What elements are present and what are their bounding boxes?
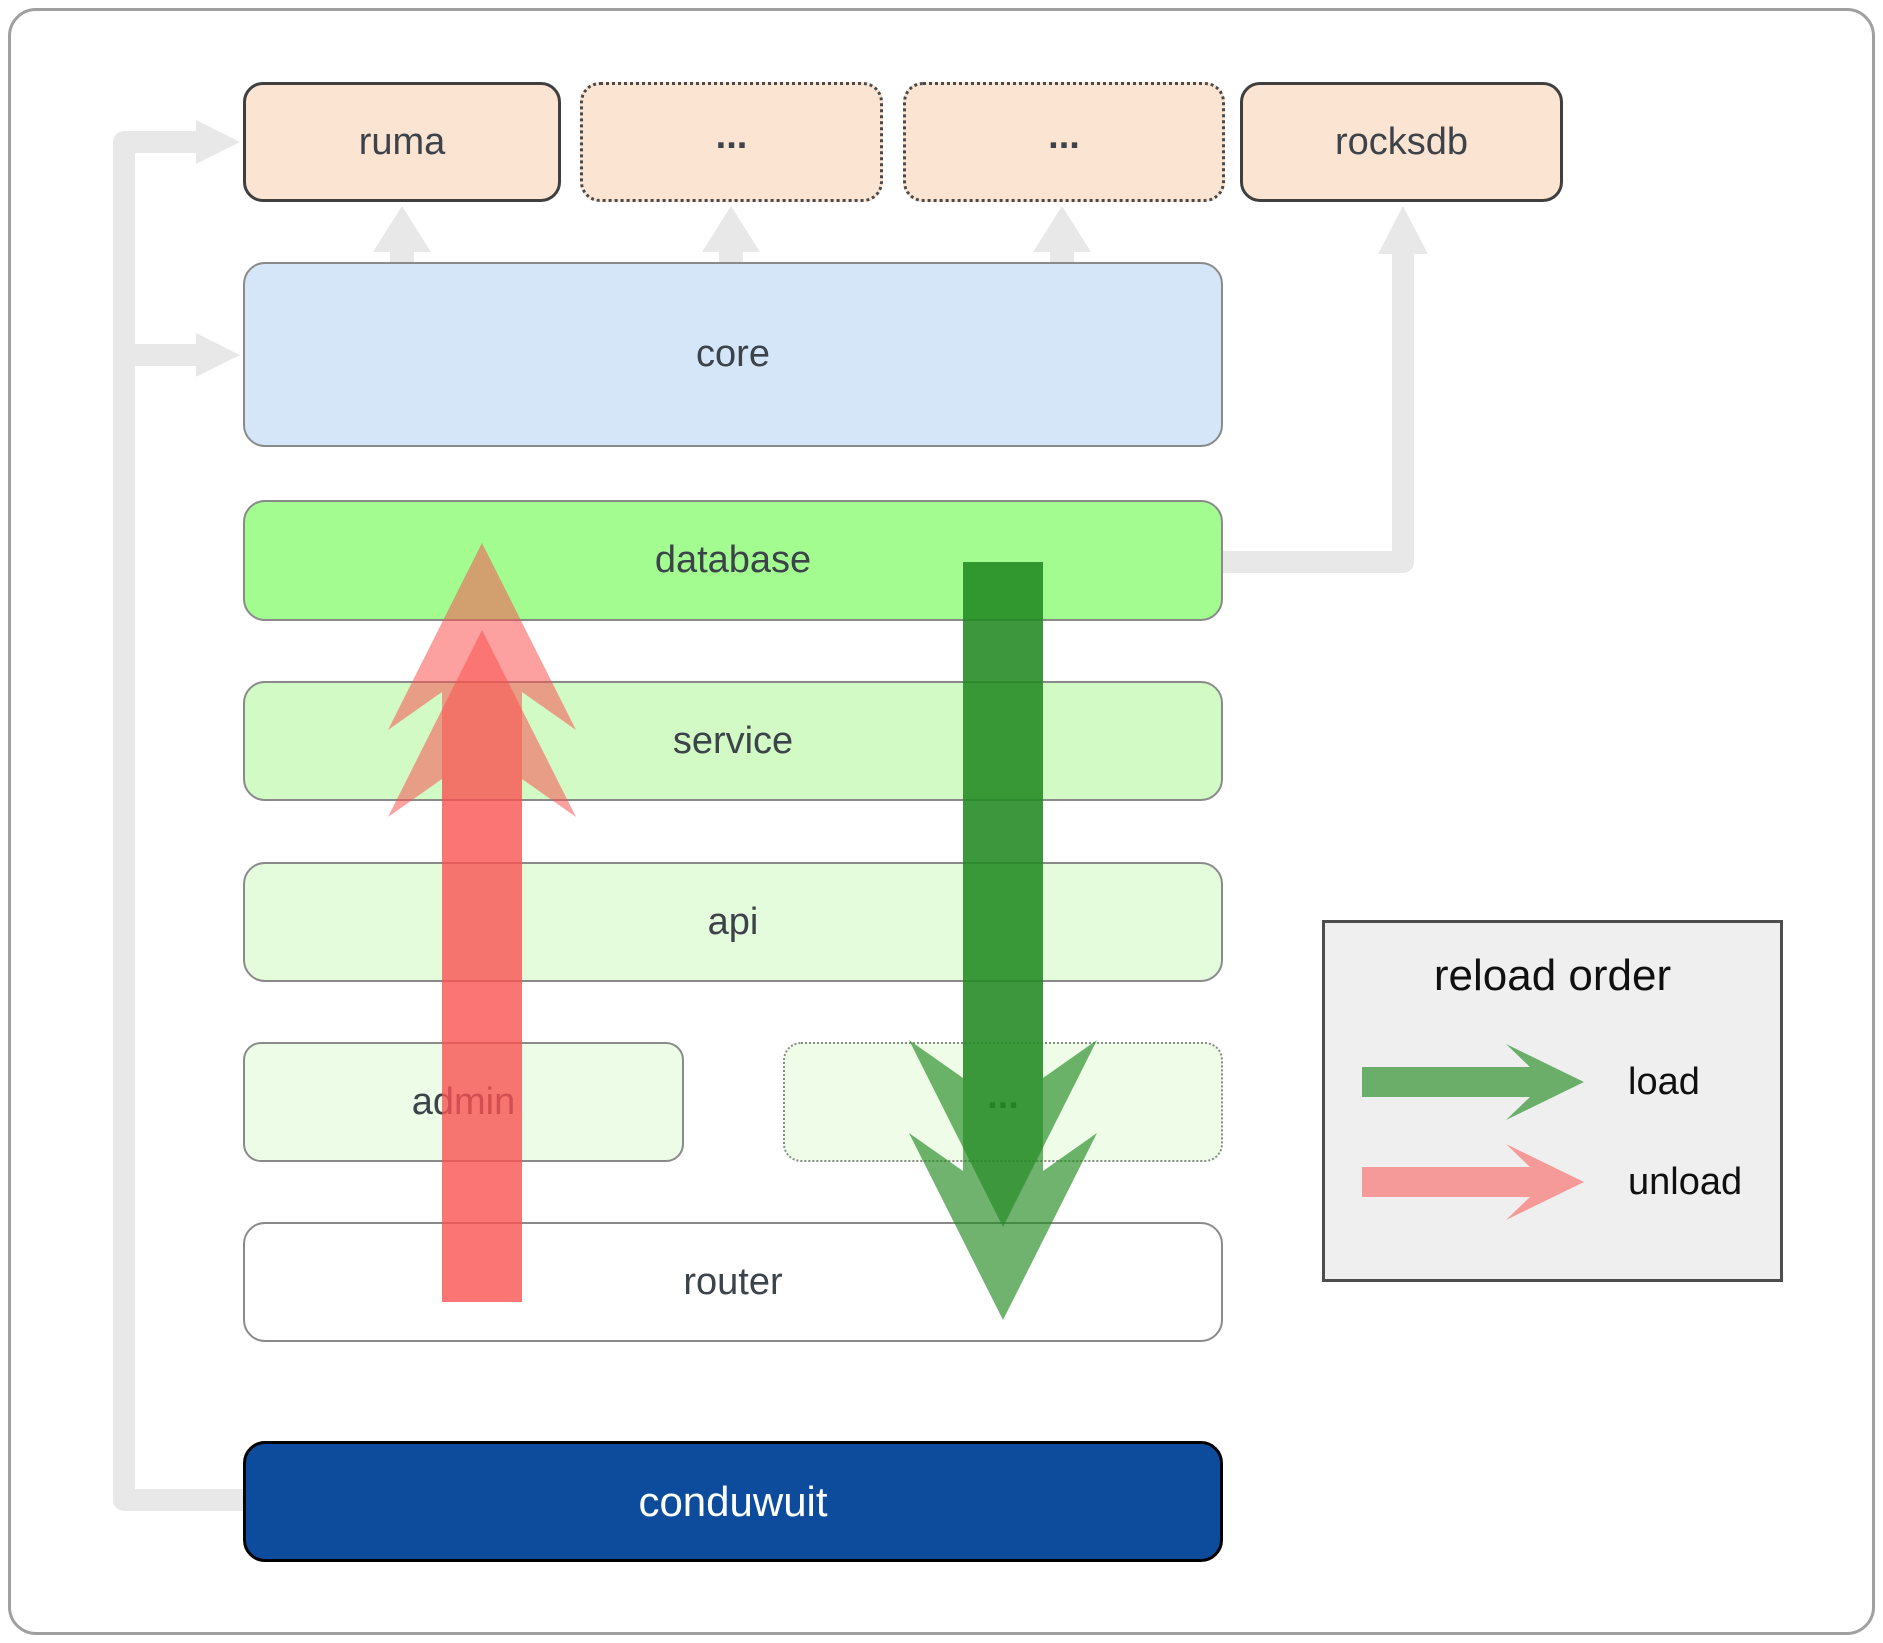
outer-frame (8, 8, 1875, 1635)
node-database-label: database (654, 539, 812, 581)
node-api: api (243, 862, 1223, 982)
node-service-label: service (672, 719, 794, 762)
node-conduwuit: conduwuit (243, 1441, 1223, 1562)
node-ellipsis-3-label: ... (987, 1074, 1019, 1117)
node-ellipsis-1: ... (580, 82, 883, 202)
node-core: core (243, 262, 1223, 447)
legend-unload-label: unload (1628, 1161, 1743, 1203)
node-ellipsis-1-label: ... (715, 114, 748, 157)
node-rocksdb: rocksdb (1240, 82, 1563, 202)
node-router: router (243, 1222, 1223, 1342)
node-ellipsis-2-label: ... (1048, 114, 1080, 157)
node-core-label: core (696, 333, 770, 375)
node-ellipsis-2: ... (903, 82, 1225, 202)
node-api-label: api (707, 900, 759, 943)
node-conduwuit-label: conduwuit (638, 1477, 828, 1525)
node-ellipsis-3: ... (783, 1042, 1223, 1162)
node-admin: admin (243, 1042, 684, 1162)
node-service: service (243, 681, 1223, 801)
node-rocksdb-label: rocksdb (1334, 120, 1469, 163)
node-ruma-label: ruma (358, 120, 446, 163)
node-router-label: router (683, 1260, 783, 1303)
node-database: database (243, 500, 1223, 621)
node-admin-label: admin (411, 1080, 516, 1123)
legend-load-label: load (1628, 1061, 1700, 1103)
legend-title: reload order (1433, 951, 1672, 1000)
legend: reload order load unload (1322, 920, 1783, 1282)
node-ruma: ruma (243, 82, 561, 202)
